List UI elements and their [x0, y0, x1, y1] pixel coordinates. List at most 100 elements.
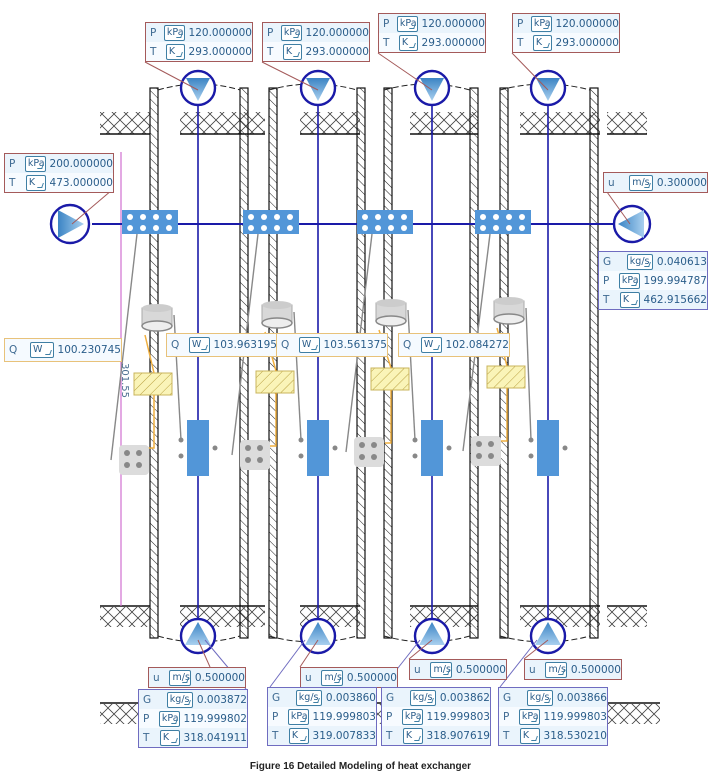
- temperature-value: 462.915662: [643, 293, 707, 306]
- node-block: [240, 440, 270, 470]
- unit-selector[interactable]: kg/s: [626, 253, 653, 270]
- node-dot: [136, 450, 142, 456]
- unit-selector[interactable]: kPa: [163, 24, 185, 41]
- port-dot: [178, 453, 184, 459]
- unit-selector[interactable]: K: [159, 729, 180, 746]
- unit-selector[interactable]: kg/s: [295, 689, 322, 706]
- row-label: P: [143, 712, 150, 725]
- value[interactable]: 0.500000: [570, 663, 621, 676]
- value: 119.999803: [543, 710, 607, 723]
- unit-selector[interactable]: K: [619, 291, 640, 308]
- unit-selector[interactable]: K: [402, 727, 423, 744]
- leader-line: [606, 191, 631, 225]
- unit-selector[interactable]: kPa: [401, 708, 423, 725]
- node-dot: [124, 450, 130, 456]
- unit-selector[interactable]: W: [188, 337, 210, 353]
- pipe-wall: [589, 87, 599, 639]
- unit-selector[interactable]: K: [282, 43, 302, 60]
- thermal-resistance-block: [486, 365, 526, 389]
- value: 119.999803: [312, 710, 376, 723]
- outlet-triangle-icon: [185, 622, 211, 645]
- temperature-value[interactable]: 473.000000: [49, 176, 113, 189]
- unit-selector[interactable]: kPa: [518, 708, 540, 725]
- unit-selector[interactable]: m/s: [629, 174, 653, 191]
- unit-selector[interactable]: kPa: [530, 15, 552, 32]
- unit-selector[interactable]: m/s: [545, 661, 567, 678]
- row-label: u: [414, 663, 421, 676]
- tube-element: [421, 420, 443, 476]
- value[interactable]: 120.000000: [305, 26, 369, 39]
- value[interactable]: 293.000000: [188, 45, 252, 58]
- tank-bottom: [375, 315, 407, 327]
- value: 119.999803: [426, 710, 490, 723]
- connector-hole: [248, 214, 254, 220]
- connector-hole: [274, 225, 280, 231]
- unit-selector[interactable]: m/s: [321, 669, 343, 686]
- value[interactable]: 120.000000: [555, 17, 619, 30]
- unit-selector[interactable]: kg/s: [526, 689, 553, 706]
- pressure-value[interactable]: 200.000000: [49, 157, 113, 170]
- value[interactable]: 0.500000: [346, 671, 397, 684]
- connector-hole: [519, 214, 525, 220]
- unit-selector[interactable]: kPa: [158, 710, 180, 727]
- value: 318.907619: [426, 729, 490, 742]
- node-dot: [124, 462, 130, 468]
- value[interactable]: 0.500000: [194, 671, 245, 684]
- unit-selector[interactable]: kPa: [287, 708, 309, 725]
- row-label: T: [143, 731, 150, 744]
- unit-selector[interactable]: K: [288, 727, 309, 744]
- value[interactable]: 120.000000: [421, 17, 485, 30]
- row-label: u: [305, 671, 312, 684]
- connector-hole: [401, 214, 407, 220]
- row-label: P: [503, 710, 510, 723]
- unit-selector[interactable]: W: [298, 337, 320, 353]
- unit-selector[interactable]: m/s: [430, 661, 452, 678]
- unit-selector[interactable]: K: [25, 174, 46, 191]
- tank-bottom: [141, 320, 173, 332]
- value[interactable]: 0.500000: [455, 663, 506, 676]
- value[interactable]: 120.000000: [188, 26, 252, 39]
- unit-selector[interactable]: K: [165, 43, 185, 60]
- velocity-value[interactable]: 0.300000: [656, 176, 707, 189]
- value[interactable]: 293.000000: [305, 45, 369, 58]
- unit-selector[interactable]: kg/s: [409, 689, 436, 706]
- value[interactable]: 293.000000: [555, 36, 619, 49]
- unit-selector[interactable]: W: [420, 337, 442, 353]
- unit-selector[interactable]: kPa: [24, 155, 46, 172]
- unit-selector[interactable]: m/s: [169, 669, 191, 686]
- leader-line: [197, 639, 211, 668]
- unit-selector[interactable]: kg/s: [166, 691, 193, 708]
- row-label: T: [603, 293, 610, 306]
- unit-selector[interactable]: W: [30, 342, 54, 358]
- node-dot: [245, 457, 251, 463]
- row-label: T: [503, 729, 510, 742]
- unit-selector[interactable]: kPa: [618, 272, 640, 289]
- value: 318.530210: [543, 729, 607, 742]
- value: 318.041911: [183, 731, 247, 744]
- ground-hatch: [100, 112, 150, 134]
- connector-hole: [362, 214, 368, 220]
- unit-selector[interactable]: K: [519, 727, 540, 744]
- signal-line: [407, 309, 416, 441]
- unit-selector[interactable]: kPa: [396, 15, 418, 32]
- tank-bottom: [261, 317, 293, 329]
- value[interactable]: 293.000000: [421, 36, 485, 49]
- tank-top: [494, 297, 524, 305]
- unit-selector[interactable]: K: [398, 34, 418, 51]
- unit-selector[interactable]: K: [532, 34, 552, 51]
- row-label: G: [503, 691, 512, 704]
- connector-hole: [248, 225, 254, 231]
- connector-hole: [261, 214, 267, 220]
- unit-selector[interactable]: kPa: [280, 24, 302, 41]
